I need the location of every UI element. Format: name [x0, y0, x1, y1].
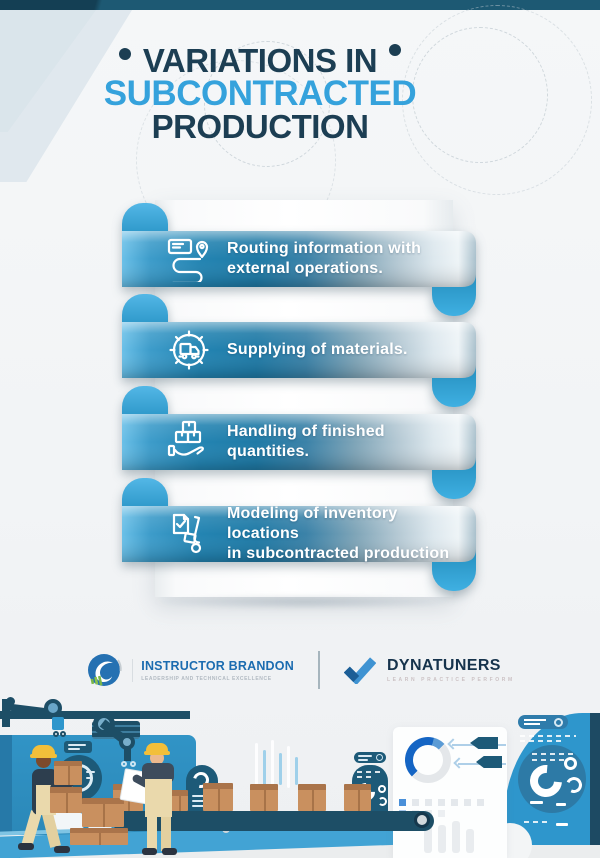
leg [161, 817, 171, 851]
factory-illustration [0, 695, 600, 858]
ribbon-text: Handling of finished quantities. [227, 422, 385, 460]
hard-hat [146, 743, 168, 752]
overalls [145, 779, 172, 817]
page-title: VARIATIONS IN SUBCONTRACTED PRODUCTION [0, 40, 520, 143]
steam-puff [48, 811, 88, 831]
pill-badge [354, 752, 386, 763]
conveyor-belt [112, 811, 434, 831]
worker-carrying-boxes [8, 745, 88, 857]
ribbon-item-3: Handling of finished quantities. [118, 386, 478, 499]
shoe [142, 848, 157, 855]
decor-dot-left [119, 48, 131, 60]
worker-reading-plan [119, 743, 190, 857]
cardboard-box [203, 783, 233, 811]
ribbon-item-4: Modeling of inventory locations in subco… [118, 478, 478, 591]
ribbon-item-1: Routing information with external operat… [118, 203, 478, 316]
stacked-box [82, 798, 124, 827]
head [150, 751, 164, 765]
leg [42, 812, 61, 848]
stacked-box [70, 828, 128, 845]
conveyor-roller [414, 812, 430, 828]
boxes-on-hand-icon [167, 420, 204, 457]
title-line-1: VARIATIONS IN [142, 42, 378, 79]
dashed-circle-decor [402, 5, 592, 195]
instructor-brandon-brand: INSTRUCTOR BRANDON LEADERSHIP AND TECHNI… [85, 651, 294, 689]
bar-graphic [452, 821, 460, 853]
shirt [142, 763, 174, 783]
shoe [54, 846, 70, 853]
instructor-brandon-name: INSTRUCTOR BRANDON [141, 658, 294, 673]
ribbon-text: Routing information with external operat… [227, 239, 422, 277]
ribbon-item-2: Supplying of materials. [118, 294, 478, 407]
brand-divider [317, 651, 320, 689]
gauge-ring [523, 758, 569, 804]
donut-chart-graphic [405, 737, 451, 783]
brand-footer: INSTRUCTOR BRANDON LEADERSHIP AND TECHNI… [0, 638, 600, 702]
title-line-3: PRODUCTION [151, 108, 369, 145]
cardboard-box [298, 784, 326, 811]
side-strip [590, 713, 600, 845]
cardboard-box [169, 790, 188, 811]
dynatuners-brand: DYNATUNERS LEARN PRACTICE PERFORM [343, 656, 515, 684]
bar-graphic [424, 817, 432, 853]
pill-badge [518, 715, 568, 729]
overhead-rail [0, 711, 190, 719]
bar-graphic [438, 825, 446, 853]
dynatuners-check-icon [343, 656, 376, 684]
cardboard-box [344, 784, 371, 811]
carried-box [50, 787, 82, 813]
mini-dashboard [64, 741, 92, 753]
arrow-tag [476, 756, 502, 768]
shoe [162, 848, 177, 855]
dynatuners-tagline: LEARN PRACTICE PERFORM [386, 677, 515, 683]
instructor-brandon-logo-icon [88, 654, 122, 686]
shoe [18, 843, 34, 850]
bar-graphic [466, 829, 474, 853]
cardboard-box [250, 784, 278, 811]
gear-truck-icon [169, 330, 209, 370]
title-line-2: SUBCONTRACTED [103, 74, 417, 113]
leg [147, 817, 157, 851]
routing-path-pin-icon [167, 238, 209, 282]
top-accent-bar [0, 0, 600, 10]
dynatuners-name: DYNATUNERS [386, 657, 501, 674]
title-block: VARIATIONS IN SUBCONTRACTED PRODUCTION [0, 40, 520, 143]
decor-dot-right [389, 44, 401, 56]
gauge-circle [518, 745, 586, 813]
ribbon-text: Supplying of materials. [227, 340, 408, 358]
paper-shadow [150, 594, 460, 610]
ribbon-text: Modeling of inventory locations in subco… [227, 504, 450, 563]
checklist-handtruck-icon [172, 513, 202, 554]
arrow-tag [470, 737, 498, 749]
hard-hat [32, 745, 55, 755]
instructor-brandon-tagline: LEADERSHIP AND TECHNICAL EXCELLENCE [141, 675, 272, 682]
carried-box [54, 761, 82, 785]
